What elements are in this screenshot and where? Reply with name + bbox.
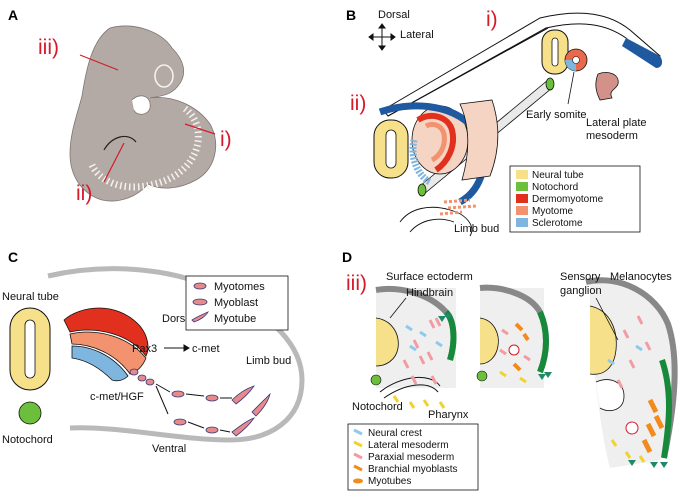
pax3-arrow	[164, 344, 190, 352]
panel-label-d: D	[342, 249, 352, 265]
panel-label-a: A	[8, 7, 18, 23]
early-somite	[564, 48, 588, 72]
legend-swatch-dermomyotome	[516, 194, 528, 203]
label-notochord-c: Notochord	[2, 434, 53, 446]
legend-swatch-myoblast	[192, 298, 208, 306]
ectoderm-blue-strip	[622, 38, 663, 68]
notochord-c	[18, 401, 42, 425]
label-limb-bud-b: Limb bud	[454, 223, 499, 235]
limb-bud-outline	[399, 206, 473, 237]
label-surface-ectoderm: Surface ectoderm	[386, 271, 473, 283]
legend-b-item-1: Notochord	[532, 182, 578, 193]
legend-b: Neural tube Notochord Dermomyotome Myoto…	[509, 165, 641, 233]
somite-c	[63, 307, 149, 382]
legend-swatch-branchial-myoblasts	[353, 464, 363, 472]
label-neural-tube-c: Neural tube	[2, 291, 59, 303]
ectoderm-outline-lower	[387, 27, 549, 117]
pointer-i-a	[184, 123, 216, 135]
label-lateral-plate-1: Lateral plate	[586, 117, 647, 129]
panel-label-b: B	[346, 7, 356, 23]
legend-c-item-2: Myotube	[214, 313, 256, 325]
legend-c-item-1: Myoblast	[214, 297, 258, 309]
pointer-sensory-ganglion	[595, 297, 619, 341]
panel-label-c: C	[8, 249, 18, 265]
legend-swatch-myotube	[191, 311, 209, 323]
pointer-iii-a	[79, 54, 119, 71]
arrow-tips-2	[538, 372, 552, 380]
embryo-somite-row	[88, 105, 202, 191]
legend-swatch-sclerotome	[516, 218, 528, 227]
pointer-hindbrain	[389, 297, 407, 319]
embryo-eye	[154, 64, 174, 88]
migrating-cells	[129, 368, 271, 437]
section-3	[585, 277, 678, 468]
embryo-limb-fold	[103, 135, 137, 151]
legend-swatch-paraxial-mesoderm	[353, 452, 363, 460]
legend-d-item-2: Paraxial mesoderm	[368, 452, 454, 463]
roman-i-a: i)	[220, 128, 232, 151]
limb-outline-c	[47, 266, 305, 443]
legend-b-item-0: Neural tube	[532, 170, 584, 181]
label-notochord-d: Notochord	[352, 401, 403, 413]
panel-d: D iii)	[342, 249, 678, 491]
label-cmet-hgf: c-met/HGF	[90, 391, 144, 403]
roman-iii-d: iii)	[346, 272, 367, 295]
label-ventral-c: Ventral	[152, 443, 186, 455]
legend-swatch-neural-crest	[353, 428, 363, 436]
panel-b: B Dorsal Lateral i) ii)	[346, 7, 663, 237]
roman-ii-a: ii)	[76, 182, 92, 205]
label-early-somite: Early somite	[526, 109, 587, 121]
legend-swatch-myotome	[516, 206, 528, 215]
label-lateral-plate-2: mesoderm	[586, 130, 638, 142]
legend-d-item-0: Neural crest	[368, 428, 422, 439]
lateral-plate-mesoderm	[595, 72, 619, 101]
axis-dorsal-label: Dorsal	[378, 9, 410, 21]
legend-swatch-notochord	[516, 182, 528, 191]
legend-swatch-myotubes	[353, 478, 363, 484]
migration-arrows	[155, 383, 232, 433]
arrow-tips-1	[438, 314, 452, 322]
roman-iii-a: iii)	[38, 36, 59, 59]
label-hindbrain: Hindbrain	[406, 287, 453, 299]
roman-ii-b: ii)	[350, 92, 366, 115]
legend-c-item-0: Myotomes	[214, 281, 265, 293]
proximal-neural-tube	[373, 119, 409, 179]
axis-cross-icon	[368, 23, 396, 51]
embryo-heart-fold	[131, 95, 151, 115]
limb-bud-cells	[439, 198, 477, 216]
label-cmet: c-met	[192, 343, 220, 355]
legend-b-item-2: Dermomyotome	[532, 194, 604, 205]
legend-d-item-4: Myotubes	[368, 476, 411, 487]
legend-d-item-1: Lateral mesoderm	[368, 440, 449, 451]
legend-c: Myotomes Myoblast Myotube	[185, 275, 289, 331]
panel-c: C Neural tube Notochord Dorsal Pax3 c-me…	[2, 249, 305, 455]
legend-b-item-3: Myotome	[532, 206, 574, 217]
axis-lateral-label: Lateral	[400, 29, 434, 41]
neural-tube-c	[9, 307, 51, 391]
panel-a: A iii) i) ii)	[8, 7, 232, 205]
roman-i-b: i)	[486, 8, 498, 31]
label-melanocytes: Melanocytes	[610, 271, 672, 283]
legend-d: Neural crest Lateral mesoderm Paraxial m…	[347, 423, 479, 491]
dermomyotome-block	[459, 99, 499, 181]
legend-swatch-lateral-mesoderm	[353, 440, 363, 448]
somite-cross-section	[409, 105, 469, 186]
pointer-ii-a	[103, 142, 125, 183]
legend-swatch-myotomes	[193, 282, 207, 290]
label-sensory-2: ganglion	[560, 285, 602, 297]
legend-b-item-4: Sclerotome	[532, 218, 583, 229]
pointer-early-somite	[567, 71, 575, 105]
label-pax3: Pax3	[132, 343, 157, 355]
section-2	[476, 284, 552, 388]
section-1	[370, 286, 457, 409]
legend-d-item-3: Branchial myoblasts	[368, 464, 457, 475]
label-sensory-1: Sensory	[560, 271, 601, 283]
label-limb-bud-c: Limb bud	[246, 355, 291, 367]
legend-swatch-neural-tube	[516, 170, 528, 179]
arrow-tips-3	[628, 460, 668, 468]
label-pharynx: Pharynx	[428, 409, 469, 421]
distal-neural-tube	[541, 29, 569, 75]
